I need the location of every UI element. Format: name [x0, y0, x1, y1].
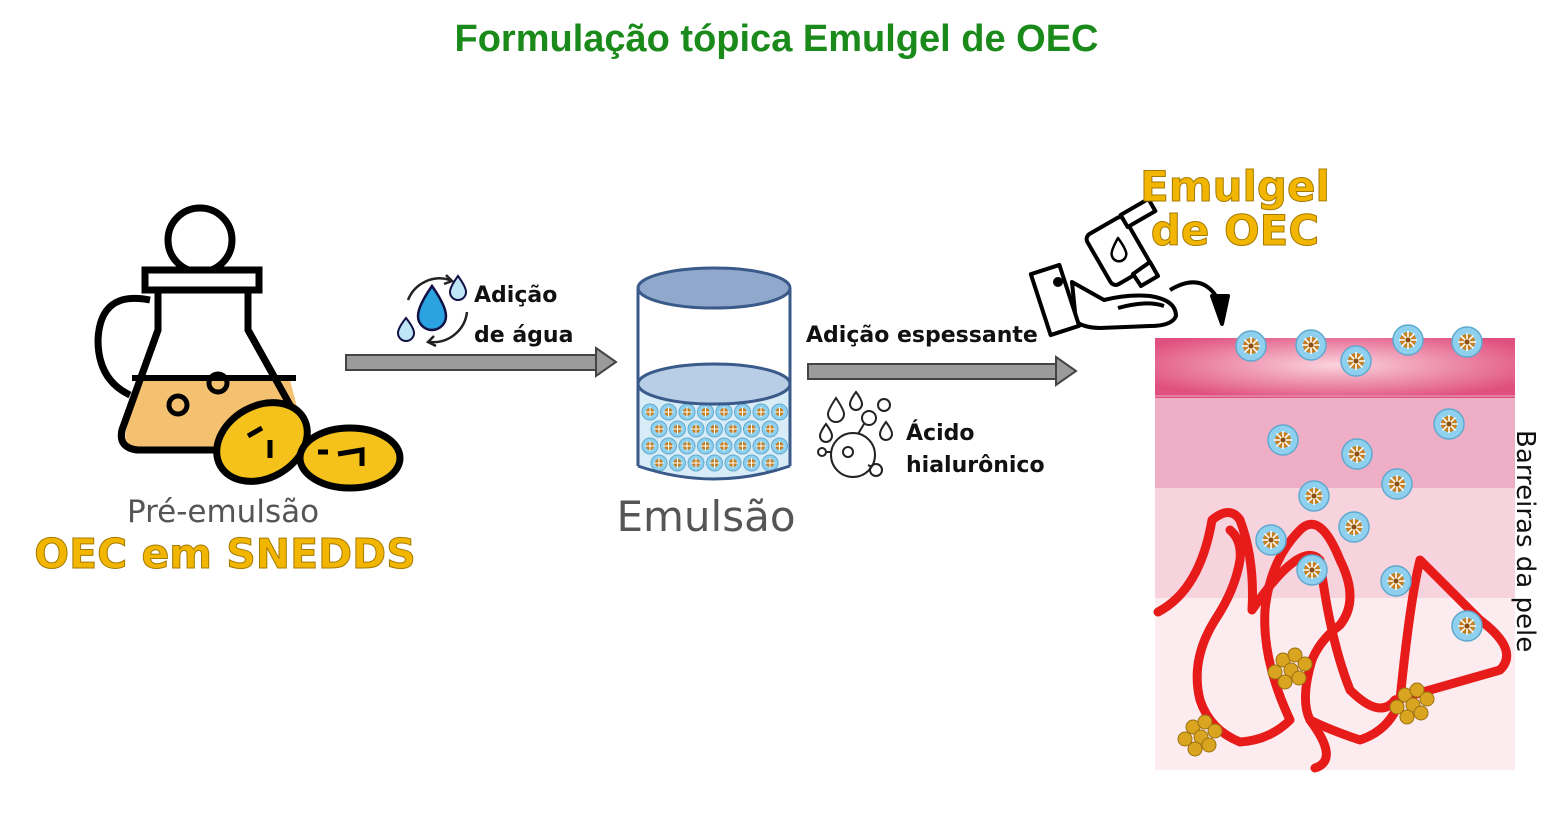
emulsion-droplet — [678, 437, 696, 455]
step2-label: Adição espessante — [806, 323, 1038, 348]
hand-applying-tube-icon — [1028, 196, 1230, 338]
emulsion-droplet — [641, 403, 659, 421]
pre-emulsion-name: OEC em SNEDDS — [34, 530, 416, 579]
emulsion-droplet — [761, 420, 779, 438]
emulsion-droplet — [715, 437, 733, 455]
additive-label-line2: hialurônico — [906, 453, 1045, 478]
arrow-right-icon — [345, 346, 618, 378]
emulsion-droplet — [678, 403, 696, 421]
emulsion-droplet — [743, 420, 760, 438]
emulsion-droplet — [752, 437, 770, 455]
emulsion-droplet — [743, 454, 760, 472]
emulsion-droplet — [669, 454, 686, 472]
pre-emulsion-label: Pré-emulsão — [126, 494, 320, 530]
skin-barrier-label: Barreiras da pele — [1510, 430, 1540, 653]
arrow-right-icon — [807, 355, 1078, 387]
emulsion-droplet — [715, 403, 733, 421]
emulsion-droplet — [734, 437, 751, 455]
skin-barrier-label-wrapper: Barreiras da pele — [1478, 430, 1553, 670]
emulgel-label-line2: de OEC — [1150, 206, 1320, 255]
emulsion-droplet — [771, 437, 788, 455]
emulsion-droplet — [697, 437, 714, 455]
emulsion-droplet — [660, 403, 677, 421]
emulsion-droplet — [706, 454, 723, 472]
step1-label-line1: Adição — [474, 283, 558, 308]
page-title: Formulação tópica Emulgel de OEC — [454, 18, 1099, 60]
molecule-icon — [817, 390, 894, 478]
emulsion-droplet — [669, 420, 686, 438]
emulsion-droplet — [724, 420, 742, 438]
emulsion-droplet — [687, 420, 705, 438]
step1-label-line2: de água — [474, 323, 574, 348]
emulsion-droplet — [752, 403, 770, 421]
emulsion-droplet — [660, 437, 677, 455]
emulsion-droplet — [706, 420, 723, 438]
emulsion-droplet — [697, 403, 714, 421]
emulsion-droplet — [687, 454, 705, 472]
emulsion-droplet — [734, 403, 751, 421]
emulgel-label-line1: Emulgel — [1140, 162, 1331, 211]
emulsion-droplet — [650, 454, 668, 472]
skin-layers — [1153, 324, 1515, 773]
emulsion-label: Emulsão — [616, 492, 796, 541]
emulsion-droplet — [771, 403, 788, 421]
emulsion-droplet — [650, 420, 668, 438]
water-drop-icon — [396, 274, 469, 348]
emulsion-droplet — [641, 437, 659, 455]
additive-label-line1: Ácido — [906, 421, 975, 446]
emulsion-droplet — [761, 454, 779, 472]
emulsion-beaker-icon — [636, 266, 792, 481]
oil-jar-icon — [94, 204, 404, 492]
emulsion-droplet — [724, 454, 742, 472]
